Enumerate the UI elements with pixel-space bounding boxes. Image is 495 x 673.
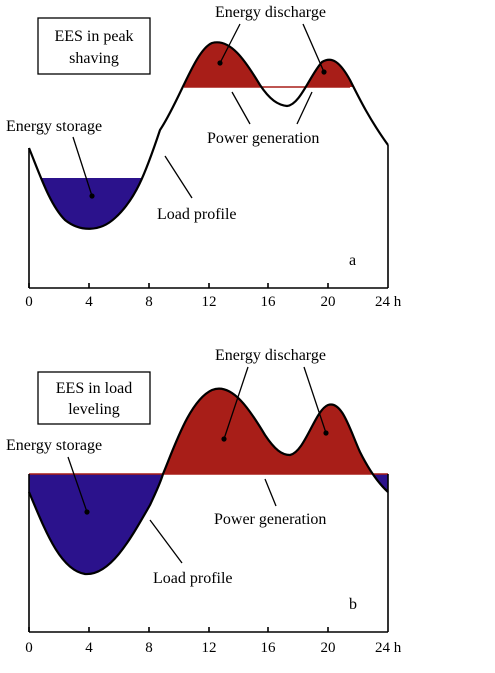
x-tick-label: 8 (145, 640, 153, 656)
load-profile-label: Load profile (153, 570, 233, 587)
energy-storage-area (29, 474, 163, 575)
x-tick-label: 0 (25, 294, 33, 310)
energy-discharge-area-1 (160, 42, 388, 87)
power-generation-label: Power generation (207, 130, 319, 147)
x-tick-label: 16 (261, 294, 277, 310)
x-tick-label: 20 (321, 640, 336, 656)
panel-title-line-1: EES in load (56, 380, 132, 397)
panel-title-line-1: EES in peak (54, 28, 133, 45)
x-tick-label: 20 (321, 294, 336, 310)
x-tick-label: 24 h (375, 640, 402, 656)
x-tick-label: 12 (202, 294, 217, 310)
panel-title-line-2: shaving (69, 50, 119, 67)
x-tick-label: 4 (85, 640, 93, 656)
load-profile-curve (27, 387, 389, 576)
x-tick-label: 24 h (375, 294, 402, 310)
load-profile-curve (27, 41, 389, 230)
panel-a: 0 4 8 12 16 20 24 h EES in peak shaving … (6, 4, 402, 310)
energy-storage-label: Energy storage (6, 437, 102, 454)
x-tick-label: 12 (202, 640, 217, 656)
energy-discharge-area (163, 388, 372, 474)
x-ticks (28, 627, 329, 632)
x-tick-label: 16 (261, 640, 277, 656)
panel-letter: a (349, 252, 356, 269)
x-tick-label: 0 (25, 640, 33, 656)
x-tick-label: 8 (145, 294, 153, 310)
x-ticks (28, 283, 329, 288)
panel-title-box (37, 17, 151, 75)
panel-b: 0 4 8 12 16 20 24 h EES in load leveling… (6, 347, 402, 656)
energy-discharge-label: Energy discharge (215, 347, 326, 364)
energy-storage-area (29, 178, 142, 229)
panel-title-box (37, 371, 151, 425)
panel-title-line-2: leveling (68, 401, 120, 418)
x-tick-label: 4 (85, 294, 93, 310)
panel-letter: b (349, 596, 357, 613)
energy-discharge-label: Energy discharge (215, 4, 326, 21)
energy-storage-label: Energy storage (6, 118, 102, 135)
power-generation-label: Power generation (214, 511, 326, 528)
load-profile-label: Load profile (157, 206, 237, 223)
